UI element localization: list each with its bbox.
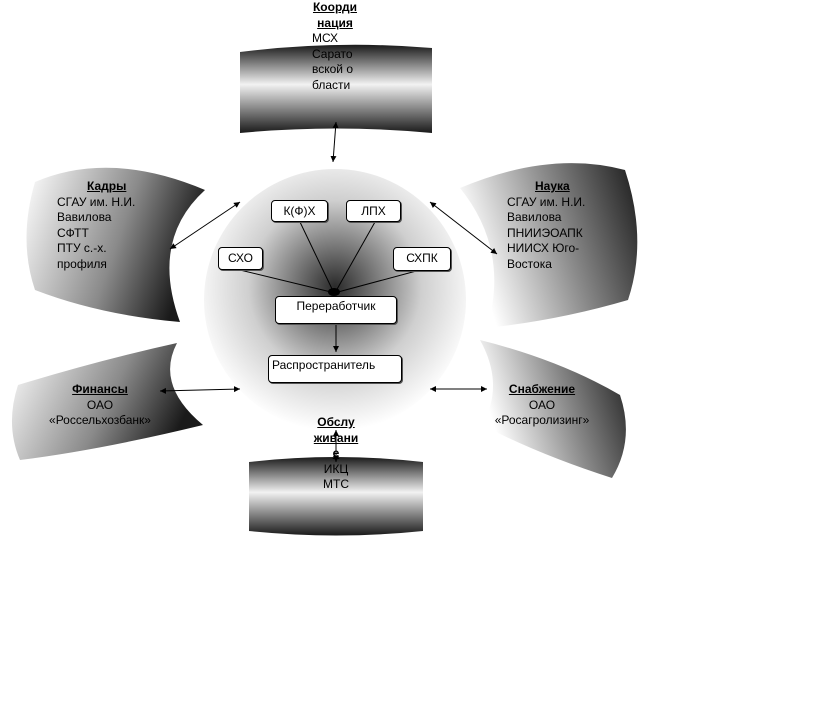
coordination-line-1: МСХ [312,31,338,45]
coordination-line-2: Саратовской области [312,46,354,92]
science-sector [460,163,638,328]
finance-sector [11,343,204,460]
coordination-heading-block: Координация МСХ Саратовской области [312,0,358,93]
finance-line-1: ОАО [86,397,114,412]
personnel-sector [26,167,205,322]
sho-box: СХО [218,247,263,270]
supply-line-2: «Росагролизинг» [494,413,590,427]
supply-sector [480,340,626,478]
supply-heading: Снабжение [508,382,576,396]
personnel-block: Кадры СГАУ им. Н.И. Вавилова СФТТ ПТУ с.… [57,179,167,272]
personnel-line-5: профиля [57,256,107,271]
line-sho-hub [239,269,332,293]
line-shpk-hub [337,269,421,293]
science-line-4: НИИСХ Юго- [507,241,580,255]
lph-box: ЛПХ [346,200,401,222]
finance-heading: Финансы [72,382,128,396]
distributor-box: Распространитель [268,355,402,383]
service-sector [249,457,423,536]
arrow-coordination [330,121,339,163]
supply-line-1: ОАО [528,397,556,412]
personnel-heading: Кадры [87,179,127,193]
personnel-line-2: Вавилова [57,210,112,224]
processor-box: Переработчик [275,296,397,324]
hub-point [328,288,340,296]
kfh-box: К(Ф)Х [271,200,328,222]
service-line-2: МТС [323,477,349,491]
service-heading: Обслуживание [313,415,359,460]
line-lph-hub [335,221,376,292]
science-line-1: СГАУ им. Н.И. [507,194,586,209]
science-block: Наука СГАУ им. Н.И. Вавилова ПНИИЭОАПК Н… [507,179,617,272]
science-line-3: ПНИИЭОАПК [507,225,583,240]
arrow-science [429,201,498,255]
shpk-box: СХПК [393,247,451,271]
service-block: Обслуживание ИКЦ МТС [313,415,359,493]
science-line-2: Вавилова [507,210,562,224]
personnel-line-4: ПТУ с.-х. [57,241,107,255]
science-line-5: Востока [507,256,552,271]
finance-line-2: «Россельхозбанк» [49,413,151,427]
arrow-personnel [169,201,241,250]
service-line-1: ИКЦ [323,461,349,476]
line-kfh-hub [299,221,334,292]
science-heading: Наука [535,179,570,193]
coordination-heading: Координация [312,0,357,30]
supply-block: Снабжение ОАО «Росагролизинг» [478,382,606,429]
personnel-line-3: СФТТ [57,225,89,240]
coordination-sector [240,44,432,133]
arrow-finance [159,386,241,394]
finance-block: Финансы ОАО «Россельхозбанк» [35,382,165,429]
personnel-line-1: СГАУ им. Н.И. [57,194,136,209]
